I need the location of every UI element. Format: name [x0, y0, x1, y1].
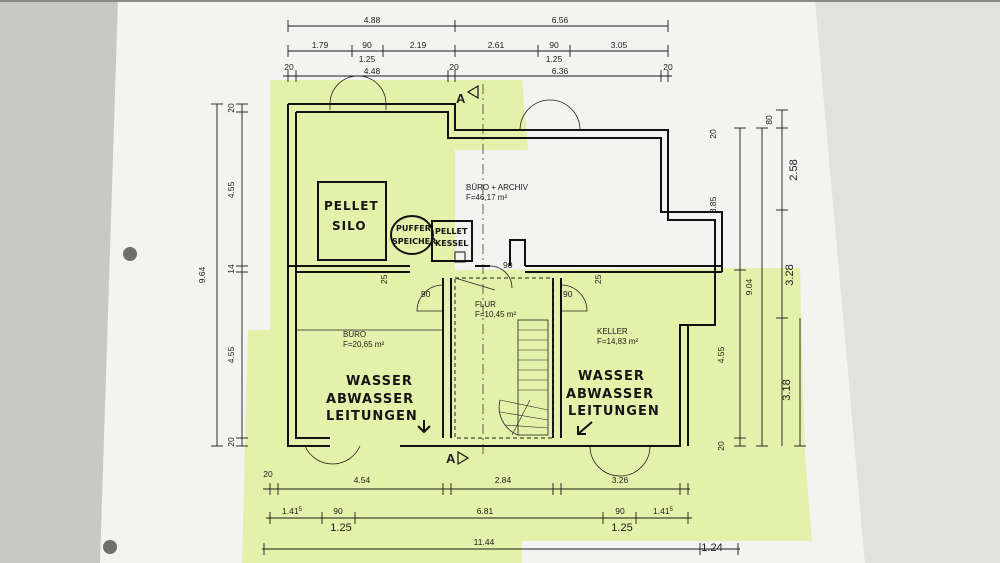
bottom-dimensions: 20 4.54 2.84 3.26 1.415 90 1.25 6.81 90 … — [262, 469, 740, 555]
dim-top3-a: 4.48 — [364, 66, 381, 76]
desk-left — [0, 0, 120, 563]
left-note-arrow-icon — [417, 420, 431, 434]
dim-top3-b: 6.36 — [552, 66, 569, 76]
handwritten-annotations: PELLET SILO PUFFER SPEICHER PELLET KESSE… — [317, 181, 660, 435]
kessel-unit — [454, 251, 466, 263]
dim-left-a: 4.55 — [226, 181, 236, 198]
puffer-line1: PUFFER — [396, 224, 431, 233]
dim-inner-25b: 25 — [593, 274, 603, 284]
photo-edge — [0, 0, 1000, 2]
dim-top2-b2: 1.25 — [359, 54, 376, 64]
dim-bot2-b: 90 — [333, 506, 343, 516]
dim-bot1-w1: 20 — [263, 469, 273, 479]
room-buero-archiv-name: BÜRO + ARCHIV — [466, 183, 529, 192]
dim-left-b: 4.55 — [226, 346, 236, 363]
section-marker-bottom: A — [446, 451, 456, 466]
dim-bot2-d2: 1.25 — [611, 522, 632, 534]
room-buero-area: F=20,65 m² — [343, 340, 384, 349]
dim-right-b: 4.55 — [716, 346, 726, 363]
dim-top1-left: 4.88 — [364, 15, 381, 25]
puffer-line2: SPEICHER — [392, 237, 436, 246]
dim-inner-25a: 25 — [379, 274, 389, 284]
pellet-kessel-box — [431, 220, 473, 262]
dim-top2-b: 90 — [362, 40, 372, 50]
dim-inner-90c: 90 — [563, 289, 573, 299]
walls — [287, 103, 723, 447]
pellet-silo-line2: SILO — [332, 219, 367, 233]
dim-right2-w: 80 — [764, 115, 774, 125]
dim-inner-90a: 90 — [421, 289, 431, 299]
dim-left-w1: 20 — [226, 103, 236, 113]
punch-hole-1 — [123, 247, 137, 261]
dim-top2-f: 3.05 — [611, 40, 628, 50]
dim-bot2-c: 6.81 — [477, 506, 494, 516]
dim-right2-c: 3.18 — [781, 379, 793, 400]
pellet-silo-box — [317, 181, 387, 261]
top-dimensions: 4.88 6.56 1.79 90 1.25 2.19 2.61 90 1.25… — [283, 15, 673, 82]
highlight-overlay — [242, 80, 812, 563]
kessel-line2: KESSEL — [435, 239, 468, 248]
room-keller-name: KELLER — [597, 327, 628, 336]
dim-right2-b: 3.28 — [784, 264, 796, 285]
dim-top3-w3: 20 — [663, 62, 673, 72]
dim-bot2-a: 1.415 — [282, 506, 303, 516]
right-note-arrow-icon — [577, 421, 593, 435]
left-note-line1: WASSER — [346, 374, 413, 389]
dim-top3-w1: 20 — [284, 62, 294, 72]
room-flur-area: F=10,45 m² — [475, 310, 516, 319]
dim-right2-a: 2.58 — [788, 159, 800, 180]
dim-top2-c: 2.19 — [410, 40, 427, 50]
dim-right-w1: 20 — [708, 129, 718, 139]
pellet-silo-line1: PELLET — [324, 199, 379, 213]
right-note-line1: WASSER — [578, 369, 645, 384]
doors — [304, 75, 651, 477]
dim-bot1-b: 2.84 — [495, 475, 512, 485]
dim-top3-w2: 20 — [449, 62, 459, 72]
room-keller-area: F=14,83 m² — [597, 337, 638, 346]
dim-bot3-w: 1.24 — [701, 542, 722, 554]
left-dimensions: 9.64 20 4.55 14 4.55 20 — [197, 103, 248, 447]
dim-left-w2: 14 — [226, 264, 236, 274]
dim-top2-d: 2.61 — [488, 40, 505, 50]
room-labels: BÜRO + ARCHIV F=46,17 m² BÜRO F=20,65 m²… — [343, 183, 638, 349]
dim-bot1-c: 3.26 — [612, 475, 629, 485]
room-buero-name: BÜRO — [343, 330, 366, 339]
dim-top1-right: 6.56 — [552, 15, 569, 25]
dim-top2-e2: 1.25 — [546, 54, 563, 64]
section-marker-top: A — [456, 91, 466, 106]
right-note-line3: LEITUNGEN — [568, 404, 660, 419]
dim-left-w3: 20 — [226, 437, 236, 447]
dim-top2-e: 90 — [549, 40, 559, 50]
dim-bot2-d: 90 — [615, 506, 625, 516]
left-note-line3: LEITUNGEN — [326, 409, 418, 424]
punch-hole-2 — [103, 540, 117, 554]
highlight-sheet — [242, 80, 812, 563]
dim-bot2-e: 1.415 — [653, 506, 674, 516]
inner-dimensions: 25 90 90 90 25 — [379, 260, 603, 299]
right-dimensions: 20 3.85 4.55 20 9.04 80 2.58 3.28 3.18 — [708, 109, 806, 451]
left-note-line2: ABWASSER — [326, 392, 414, 407]
paper-right-margin — [815, 0, 1000, 563]
dim-left-total: 9.64 — [197, 266, 207, 283]
dim-right-a: 3.85 — [708, 196, 718, 213]
dim-bot3-total: 11.44 — [474, 537, 495, 547]
staircase — [498, 319, 549, 436]
kessel-line1: PELLET — [435, 227, 468, 236]
room-flur-name: FLUR — [475, 300, 496, 309]
dim-right-w2: 20 — [716, 441, 726, 451]
section-markers: A A — [446, 84, 484, 466]
dim-bot2-b2: 1.25 — [330, 522, 351, 534]
room-buero-archiv-area: F=46,17 m² — [466, 193, 507, 202]
dim-inner-90b: 90 — [503, 260, 513, 270]
dim-right-total: 9.04 — [744, 278, 754, 295]
right-note-line2: ABWASSER — [566, 387, 654, 402]
dim-bot1-a: 4.54 — [354, 475, 371, 485]
dim-top2-a: 1.79 — [312, 40, 329, 50]
